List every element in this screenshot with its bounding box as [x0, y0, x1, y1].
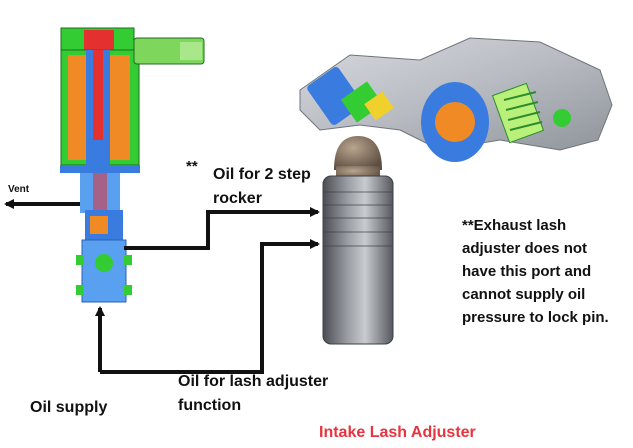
oil-supply-label: Oil supply [30, 399, 108, 416]
oil-lines [4, 199, 320, 374]
exhaust-note-line1: **Exhaust lash [462, 217, 567, 234]
intake-lash-adjuster-title: Intake Lash Adjuster [319, 424, 476, 441]
lash-adjuster [322, 136, 394, 345]
two-step-oil-label-line1: Oil for 2 step [213, 166, 311, 183]
rocker-arm [299, 37, 613, 162]
lash-oil-label-line1: Oil for lash adjuster [178, 373, 329, 390]
exhaust-note: **Exhaust lash adjuster does not have th… [462, 214, 609, 329]
exhaust-note-line5: pressure to lock pin. [462, 309, 609, 326]
exhaust-note-line2: adjuster does not [462, 240, 588, 257]
two-step-oil-label: Oil for 2 step rocker [213, 163, 311, 211]
exhaust-note-line3: have this port and [462, 263, 592, 280]
two-step-marker: ** [186, 158, 198, 175]
two-step-oil-line [124, 207, 320, 250]
lash-oil-label: Oil for lash adjuster function [178, 370, 328, 418]
lash-oil-label-line2: function [178, 397, 242, 414]
lash-oil-line [100, 239, 320, 374]
oil-control-solenoid [60, 27, 205, 303]
exhaust-note-line4: cannot supply oil [462, 286, 586, 303]
two-step-oil-label-line2: rocker [213, 190, 262, 207]
vent-label: Vent [8, 184, 30, 195]
